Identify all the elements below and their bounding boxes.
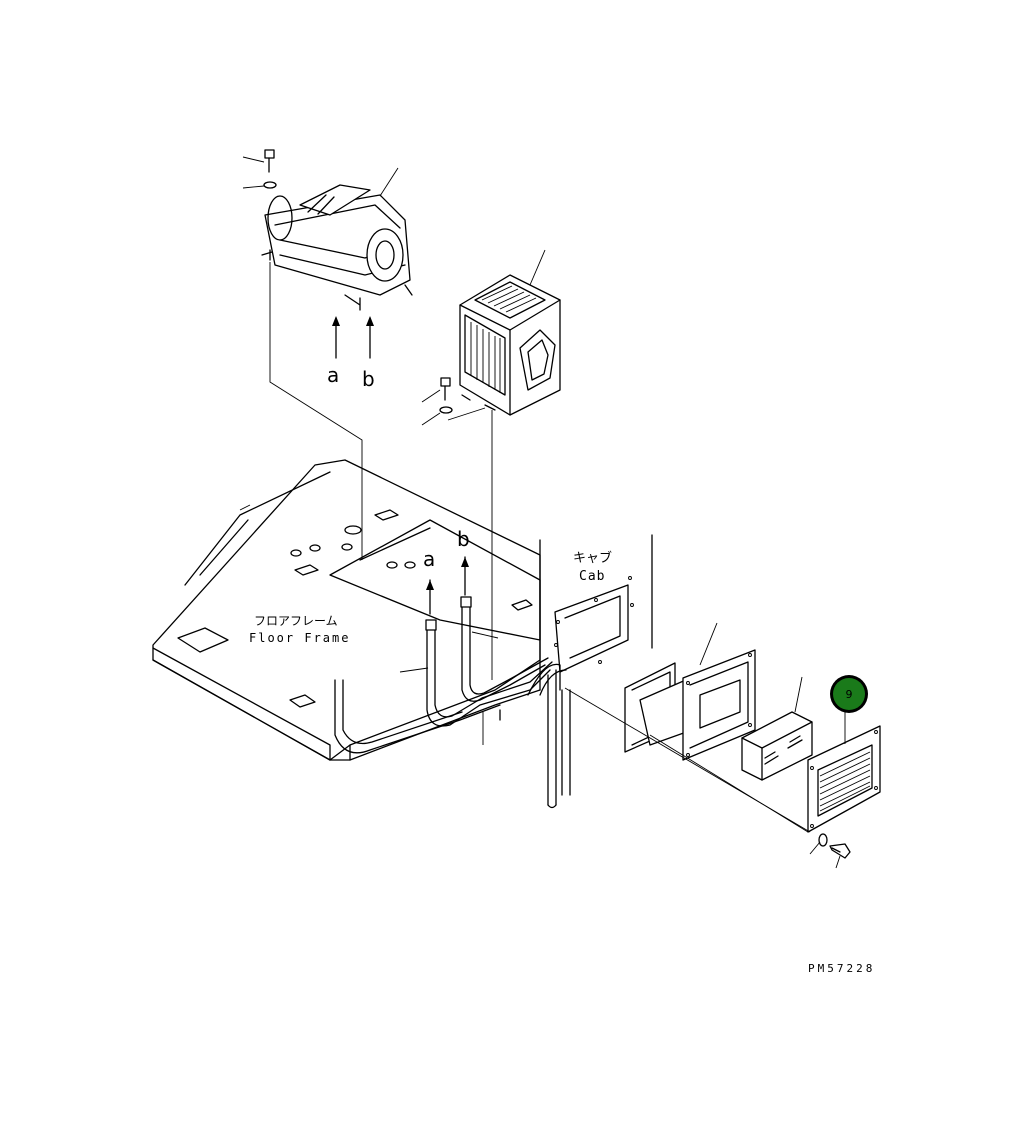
filter xyxy=(741,676,813,781)
arrow-label-a-top: a xyxy=(327,363,339,387)
drawing-id: PM57228 xyxy=(808,962,875,975)
heater-unit xyxy=(242,149,413,560)
arrow-label-a-bottom: a xyxy=(423,547,435,571)
cab-label-en: Cab xyxy=(579,569,605,584)
leader-lines xyxy=(564,687,811,833)
floor-frame-label-jp: フロアフレーム xyxy=(254,614,338,628)
cab-label-jp: キャブ xyxy=(573,550,612,566)
arrow-label-b-top: b xyxy=(362,367,375,391)
arrow-group-bottom xyxy=(426,556,469,615)
arrow-group-top xyxy=(332,316,374,359)
cab-wall xyxy=(539,534,653,691)
floor-frame-label-en: Floor Frame xyxy=(249,631,350,645)
arrow-label-b-bottom: b xyxy=(457,527,470,551)
duct-adapter xyxy=(624,622,756,761)
floor-frame xyxy=(152,459,541,761)
grille-bolt xyxy=(809,833,851,869)
vent-grille xyxy=(807,710,881,833)
callout-9[interactable]: 9 xyxy=(830,675,868,713)
heater-core-box xyxy=(421,249,561,680)
callout-9-number: 9 xyxy=(846,688,853,701)
heater-pipes xyxy=(334,596,571,809)
